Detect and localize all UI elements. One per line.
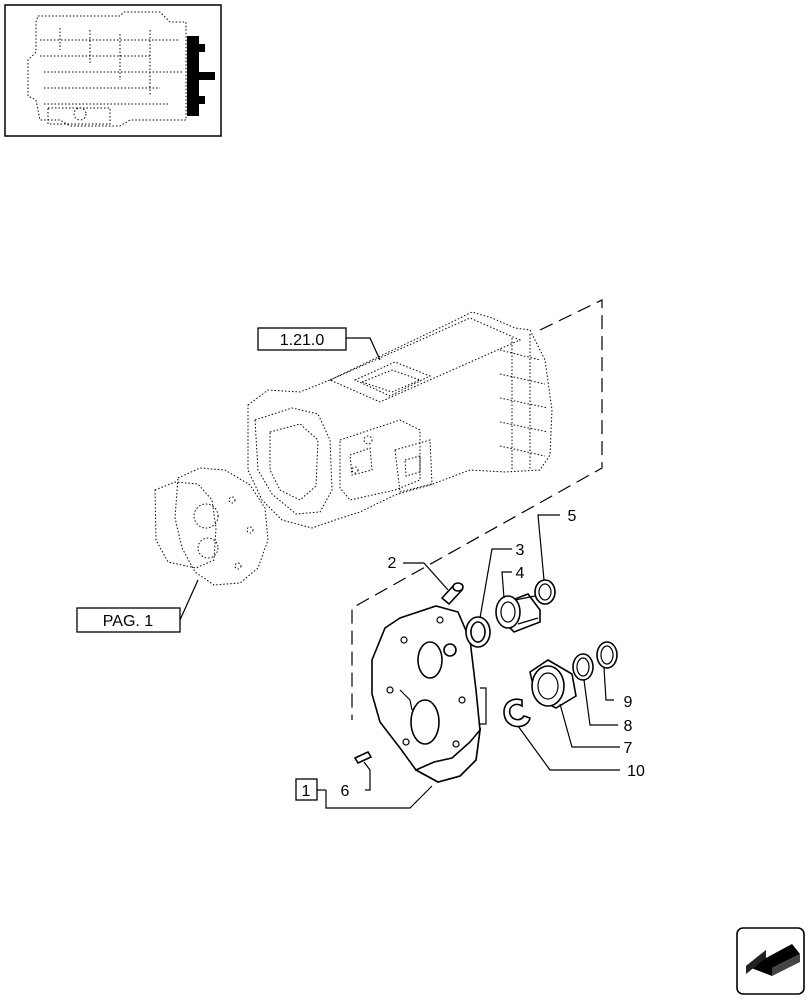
callout-4: 4 (516, 565, 525, 582)
seal-ring (465, 616, 491, 648)
callout-8: 8 (624, 718, 633, 735)
callout-6: 6 (341, 783, 350, 800)
gear-cover-plate (371, 605, 482, 783)
circlip-upper (534, 579, 556, 605)
snap-ring (596, 641, 618, 669)
callout-labels: 2 3 4 5 6 7 8 9 10 (341, 508, 645, 800)
callout-7: 7 (624, 740, 633, 757)
callout-9: 9 (624, 694, 633, 711)
roller-bearing (495, 593, 541, 633)
group-ref-label: 1.21.0 (280, 332, 325, 349)
shim-ring (572, 653, 594, 681)
ball-bearing (529, 659, 577, 709)
circlip-lower (503, 698, 531, 728)
dowel-pin (353, 750, 373, 765)
leader-lines (179, 337, 620, 809)
callout-3: 3 (516, 542, 525, 559)
kit-box: 1 (295, 778, 326, 801)
group-ref-box[interactable]: 1.21.0 (257, 327, 347, 351)
adapter-flange (154, 467, 269, 586)
callout-10: 10 (627, 763, 645, 780)
callout-2: 2 (388, 555, 397, 572)
transmission-housing (247, 311, 553, 529)
page-ref-label: PAG. 1 (103, 613, 153, 630)
kit-box-label: 1 (302, 783, 311, 800)
previous-page-arrow-icon[interactable] (736, 927, 805, 995)
assembly-boundary-lines (351, 299, 603, 725)
cover-bolt (440, 582, 464, 606)
page-ref-box[interactable]: PAG. 1 (76, 607, 181, 633)
callout-5: 5 (568, 508, 577, 525)
transmission-overview-thumbnail[interactable] (4, 4, 222, 137)
